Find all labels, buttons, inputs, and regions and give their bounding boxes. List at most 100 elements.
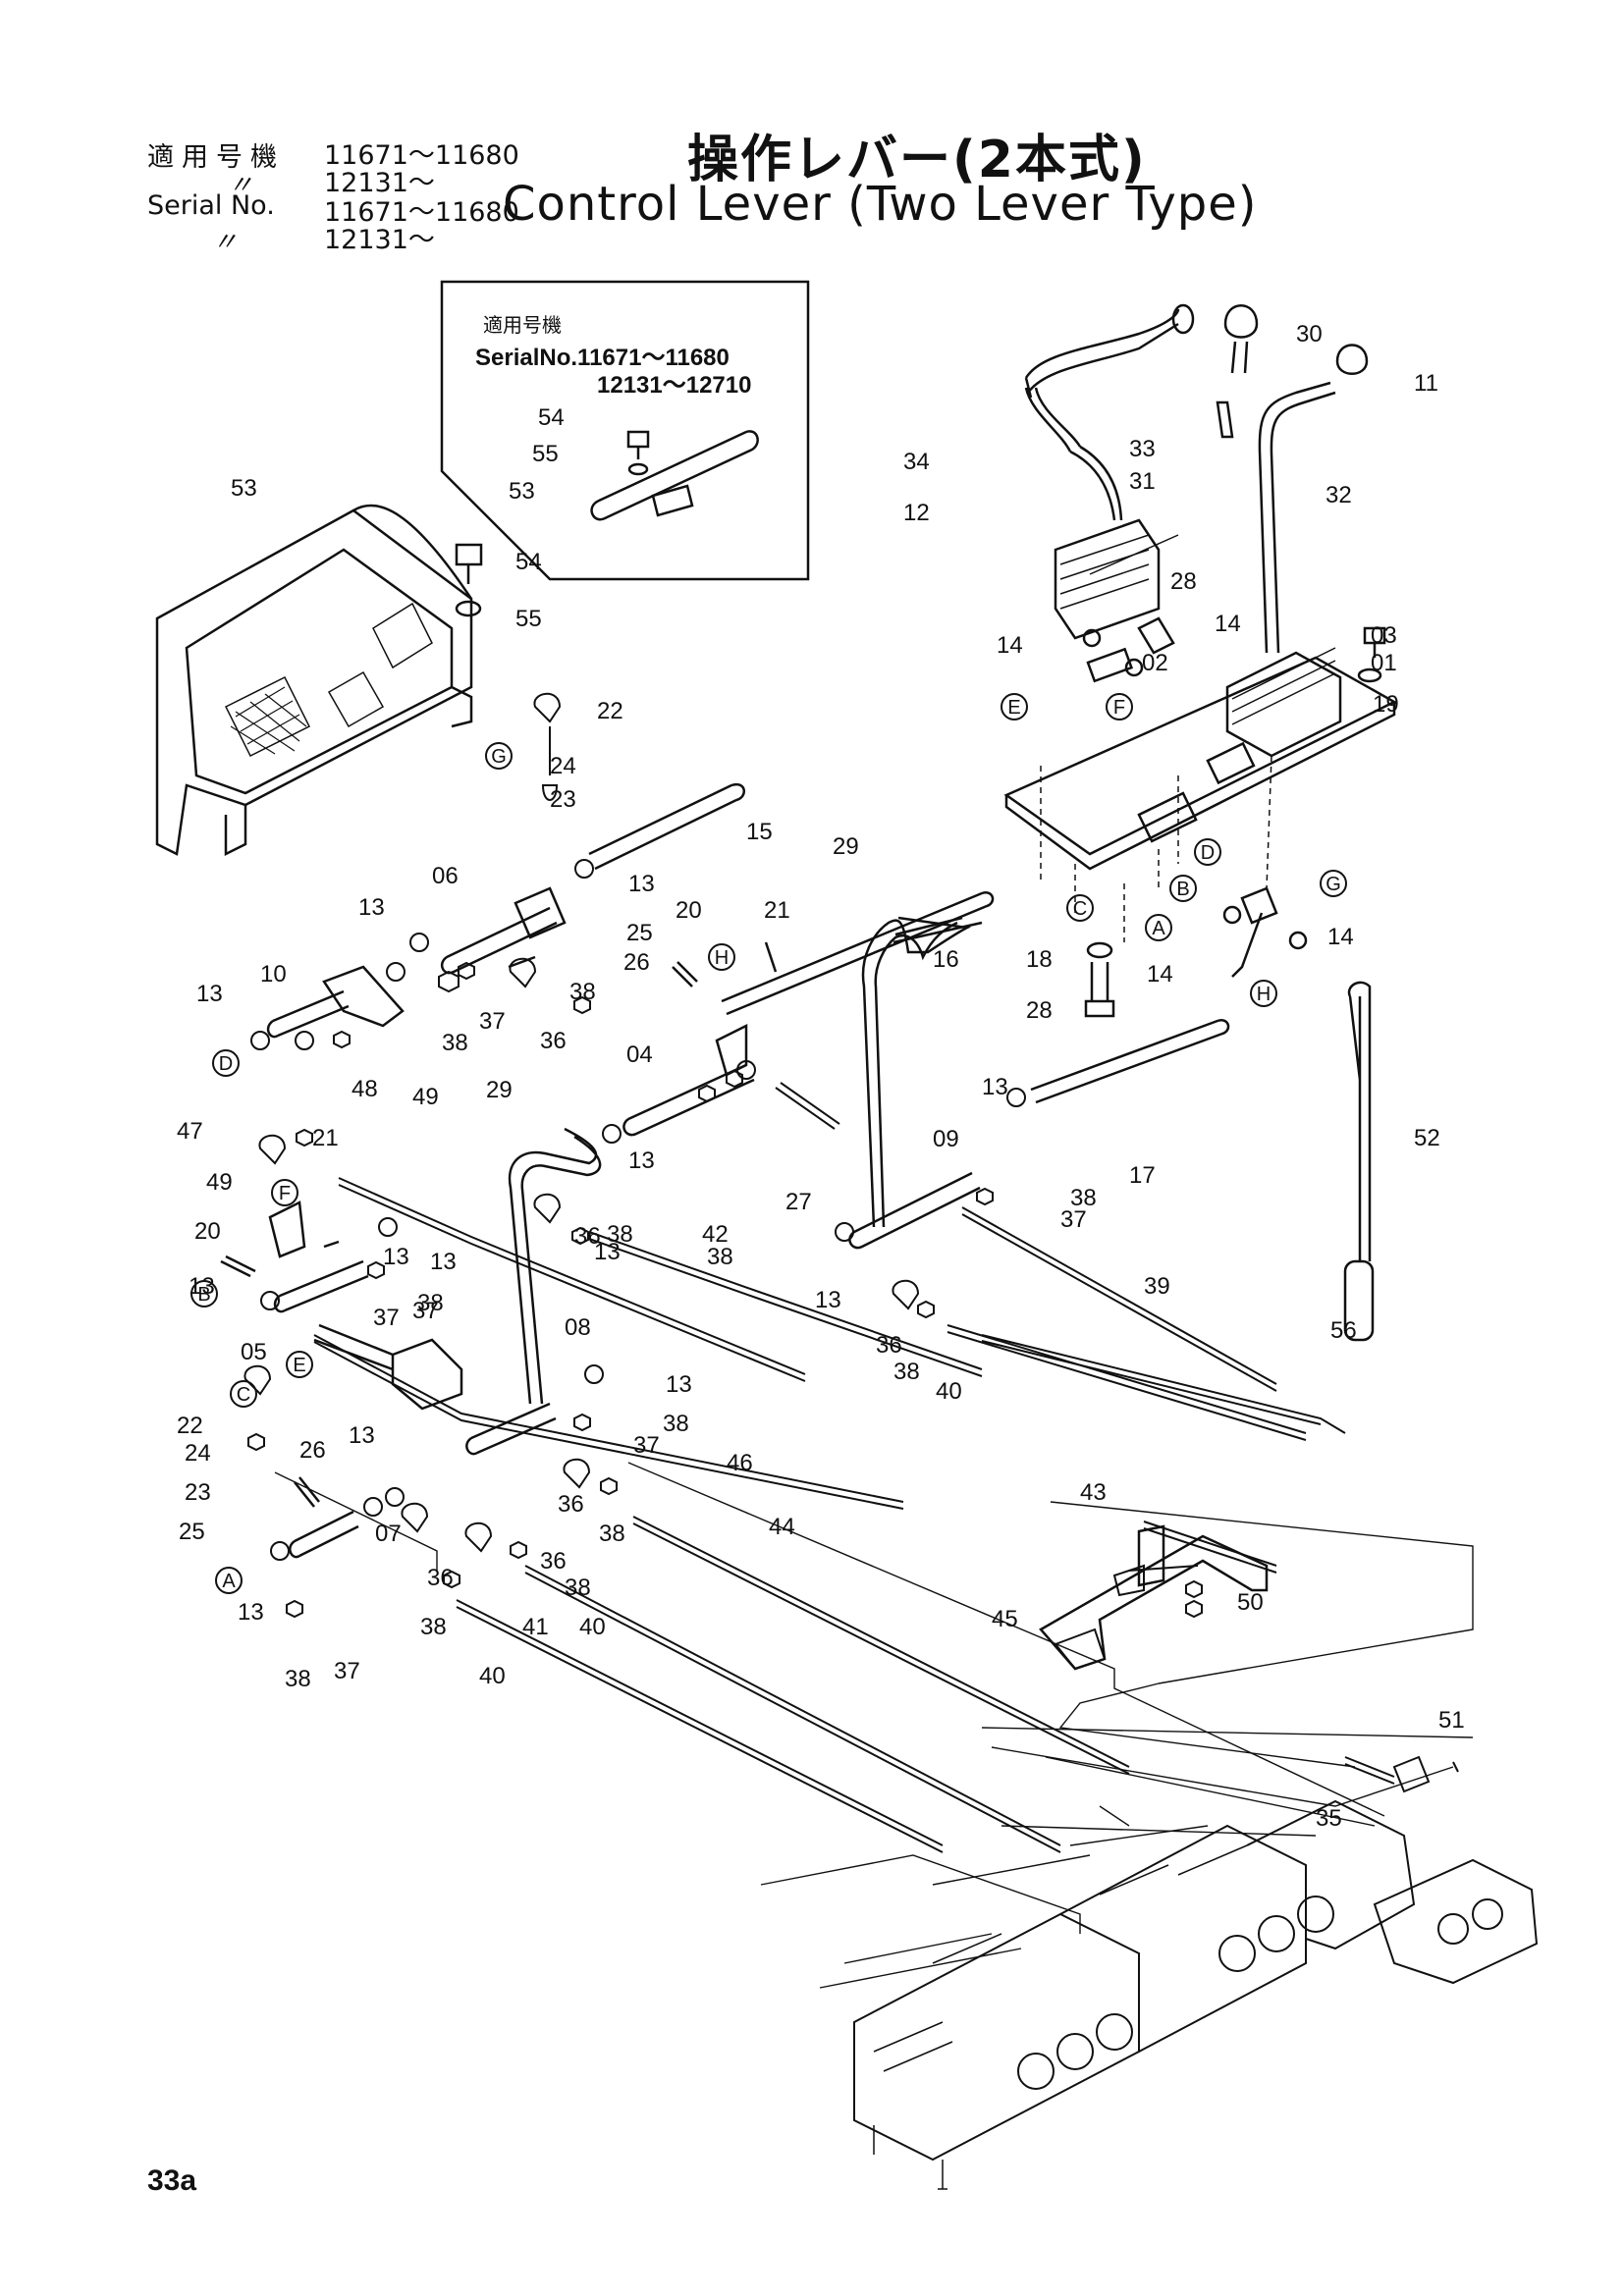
svg-text:H: H	[1257, 984, 1271, 1005]
inset-callout-54: 54	[538, 404, 565, 431]
inset-bolt	[626, 430, 650, 459]
inset-lever-part	[590, 430, 759, 521]
svg-text:G: G	[1325, 874, 1341, 895]
svg-text:D: D	[1201, 842, 1215, 864]
serial-range-1: 11671〜11680	[324, 140, 519, 171]
callout-36: 36	[427, 1565, 454, 1591]
callout-38: 38	[663, 1411, 689, 1437]
connection-lines	[274, 1462, 1474, 1989]
callout-20: 20	[194, 1218, 221, 1245]
circled-ref-c: C	[1066, 894, 1094, 922]
callout-20: 20	[676, 897, 702, 924]
callout-14: 14	[1147, 961, 1173, 988]
callout-45: 45	[992, 1606, 1018, 1632]
circled-ref-f: F	[1106, 693, 1133, 721]
callout-38: 38	[565, 1575, 591, 1601]
circled-ref-b: B	[1169, 875, 1197, 902]
callout-18: 18	[1026, 946, 1053, 973]
svg-text:C: C	[237, 1384, 250, 1406]
rods	[313, 726, 1459, 1853]
callout-37: 37	[373, 1305, 400, 1331]
callout-36: 36	[876, 1332, 902, 1359]
callout-13: 13	[982, 1074, 1008, 1100]
callout-46: 46	[727, 1450, 753, 1476]
plate-01	[1003, 656, 1397, 871]
svg-text:A: A	[222, 1571, 236, 1592]
inset-serial-2: 12131〜12710	[597, 372, 751, 399]
callout-37: 37	[334, 1658, 360, 1684]
callout-38: 38	[1070, 1185, 1097, 1211]
callout-09: 09	[933, 1126, 959, 1152]
callout-38: 38	[599, 1521, 625, 1547]
svg-text:E: E	[1007, 697, 1020, 719]
callout-02: 02	[1142, 650, 1168, 676]
circled-ref-e: E	[1001, 693, 1028, 721]
callout-13: 13	[628, 871, 655, 897]
callout-14: 14	[997, 632, 1023, 659]
callout-38: 38	[285, 1666, 311, 1692]
callout-10: 10	[260, 961, 287, 988]
callout-22: 22	[177, 1413, 203, 1439]
boot-33	[1054, 518, 1161, 640]
shaft-10	[266, 989, 350, 1039]
svg-text:E: E	[293, 1355, 305, 1376]
callout-53: 53	[231, 475, 257, 502]
lever-12	[1024, 308, 1180, 521]
nuts	[247, 961, 1203, 1619]
bracket-43	[1039, 1534, 1269, 1671]
svg-text:G: G	[491, 746, 507, 768]
shaft-04	[622, 1063, 755, 1137]
circled-ref-a: A	[1145, 914, 1172, 941]
callout-30: 30	[1296, 321, 1323, 347]
inset-frame	[440, 280, 810, 581]
shaft-09	[848, 1171, 981, 1250]
callout-16: 16	[933, 946, 959, 973]
callout-21: 21	[764, 897, 790, 924]
rod-52	[1347, 981, 1372, 1261]
shaft-15	[588, 782, 745, 871]
callout-34: 34	[903, 449, 930, 475]
callout-44: 44	[769, 1514, 795, 1540]
callout-06: 06	[432, 863, 459, 889]
lever-16-handle	[861, 916, 972, 1228]
callout-50: 50	[1237, 1589, 1264, 1616]
svg-text:C: C	[1073, 898, 1087, 920]
circled-ref-e: E	[286, 1351, 313, 1378]
callout-15: 15	[746, 819, 773, 845]
callout-19: 19	[1373, 691, 1399, 718]
callout-51: 51	[1438, 1707, 1465, 1734]
shaft-06	[440, 906, 558, 975]
callout-13: 13	[430, 1249, 457, 1275]
callout-23: 23	[550, 786, 576, 813]
callout-37: 37	[633, 1432, 660, 1459]
callout-40: 40	[936, 1378, 962, 1405]
callout-36: 36	[540, 1028, 567, 1054]
callout-13: 13	[349, 1422, 375, 1449]
inset-applicable-label: 適用号機	[483, 314, 562, 337]
inset-callout-55: 55	[532, 441, 559, 467]
callout-31: 31	[1129, 468, 1156, 495]
callout-05: 05	[241, 1339, 267, 1365]
callout-13: 13	[358, 894, 385, 921]
callout-40: 40	[479, 1663, 506, 1689]
callout-38: 38	[442, 1030, 468, 1056]
callout-24: 24	[185, 1440, 211, 1467]
page-number: 33a	[147, 2164, 197, 2197]
callout-13: 13	[815, 1287, 841, 1313]
circled-ref-d: D	[212, 1049, 240, 1077]
svg-text:B: B	[1176, 879, 1189, 900]
callout-11: 11	[1414, 370, 1438, 397]
boot-plate	[1225, 651, 1342, 758]
inset-serial-1: SerialNo.11671〜11680	[475, 345, 730, 371]
callout-52: 52	[1414, 1125, 1440, 1151]
callout-13: 13	[628, 1148, 655, 1174]
callout-24: 24	[550, 753, 576, 779]
title-japanese: 操作レバー(2本式)	[687, 131, 1147, 189]
callout-38: 38	[893, 1359, 920, 1385]
svg-text:A: A	[1152, 918, 1165, 939]
svg-text:F: F	[1113, 697, 1125, 719]
callout-36: 36	[540, 1548, 567, 1575]
callout-49: 49	[206, 1169, 233, 1196]
callout-56: 56	[1330, 1317, 1357, 1344]
